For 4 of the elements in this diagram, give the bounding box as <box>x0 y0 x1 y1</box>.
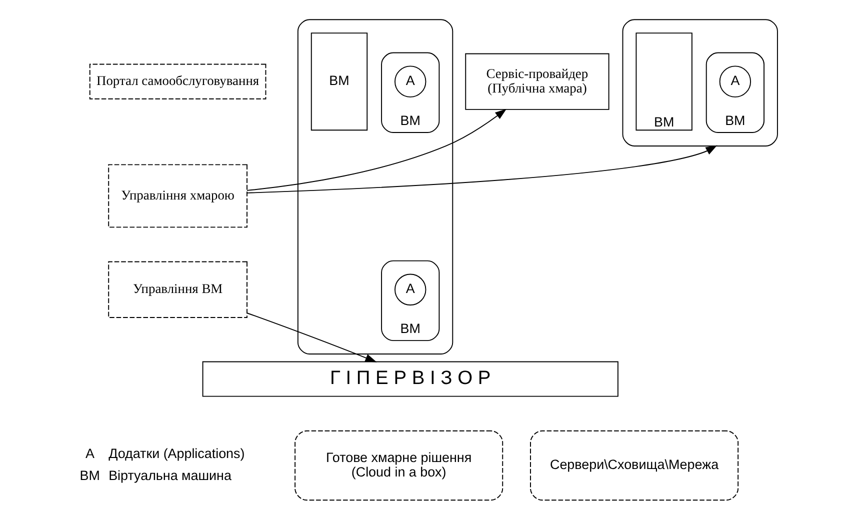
label: ВМ <box>80 468 100 484</box>
legend-label: Додатки (Applications) <box>108 446 245 462</box>
label: A <box>86 446 95 462</box>
legend-label: Віртуальна машина <box>108 468 232 484</box>
